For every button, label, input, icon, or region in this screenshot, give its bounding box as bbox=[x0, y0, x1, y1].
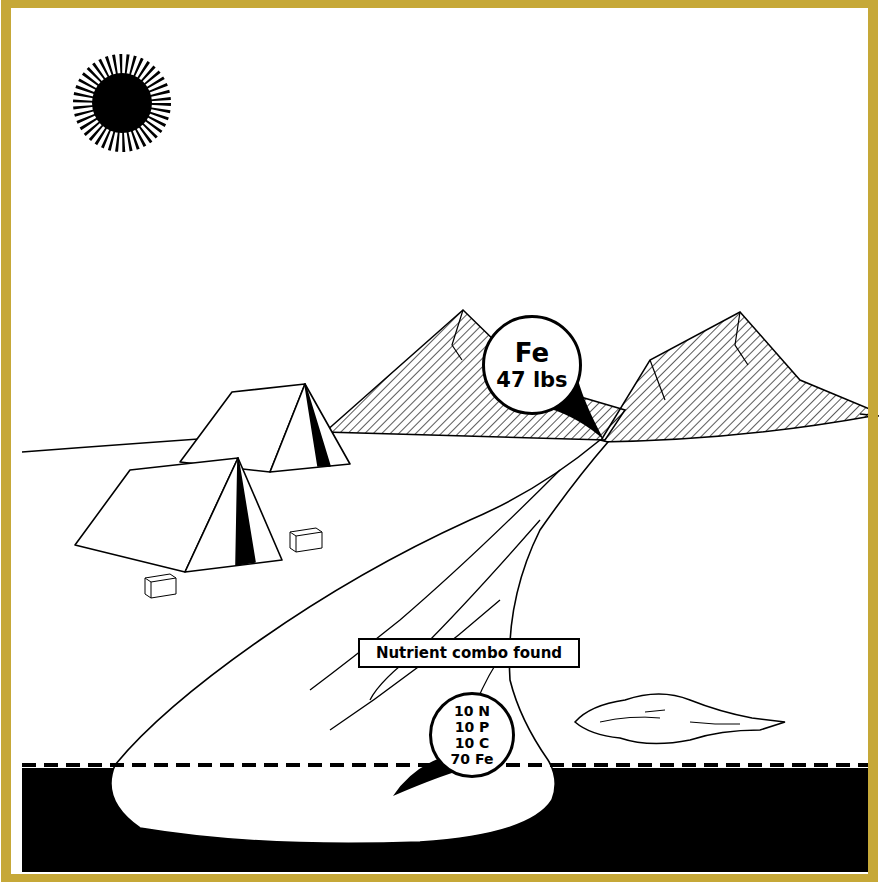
label-box: Nutrient combo found bbox=[358, 638, 580, 668]
node-text: Nutrient combo found bbox=[376, 645, 562, 662]
callout-circle: Fe47 lbs bbox=[482, 315, 582, 415]
node-text: 47 lbs bbox=[496, 368, 567, 392]
ice-floe bbox=[575, 694, 785, 744]
mountain bbox=[600, 312, 872, 442]
node-text: 10 N 10 P 10 C 70 Fe bbox=[446, 703, 498, 767]
tent bbox=[180, 384, 350, 472]
callout-circle: 10 N 10 P 10 C 70 Fe bbox=[429, 692, 515, 778]
supply-box bbox=[145, 528, 322, 598]
node-text: Fe bbox=[515, 339, 549, 368]
sun bbox=[86, 67, 158, 139]
ice-floe-detail bbox=[600, 710, 740, 724]
mountain bbox=[325, 310, 625, 440]
frame bbox=[6, 3, 873, 879]
tent bbox=[75, 458, 282, 572]
